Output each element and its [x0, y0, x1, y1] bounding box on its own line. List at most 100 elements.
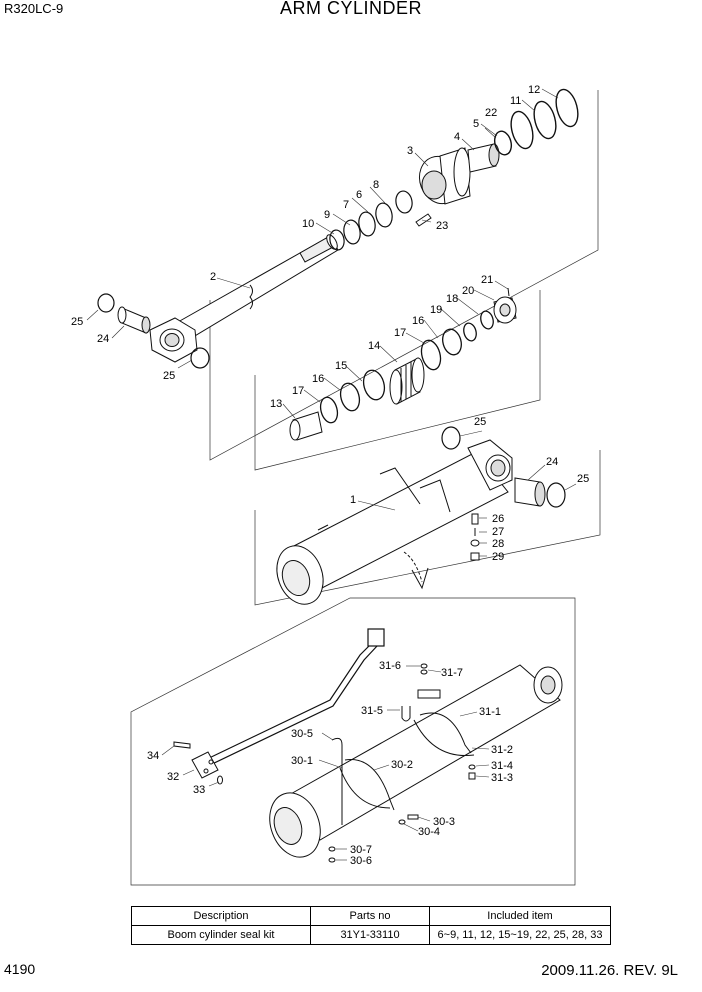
part-label-30-6: 30-6	[350, 855, 372, 867]
part-label-4: 4	[454, 131, 460, 143]
dust-seal-rings-tube	[441, 426, 566, 508]
part-label-17b: 17	[394, 327, 406, 339]
part-label-25a: 25	[71, 316, 83, 328]
tube-eye	[467, 439, 513, 491]
piston-seal-rings-left	[319, 369, 386, 424]
part-label-25b: 25	[163, 370, 175, 382]
part-label-24a: 24	[97, 333, 109, 345]
part-label-24b: 24	[546, 456, 558, 468]
part-label-16b: 16	[412, 315, 424, 327]
part-label-28: 28	[492, 538, 504, 550]
col-included-item: Included item	[429, 906, 611, 926]
leader-lines	[86, 88, 577, 861]
piston-rod	[177, 234, 339, 341]
head-bolt	[415, 213, 432, 227]
part-label-21: 21	[481, 274, 493, 286]
part-label-29: 29	[492, 551, 504, 563]
part-label-30-2: 30-2	[391, 759, 413, 771]
part-label-2: 2	[210, 271, 216, 283]
model-code: R320LC-9	[4, 1, 64, 16]
part-label-32: 32	[167, 771, 179, 783]
part-label-31-5: 31-5	[361, 705, 383, 717]
piston-assembly-panel	[254, 290, 541, 471]
head-seal-rings	[493, 88, 579, 156]
part-label-20: 20	[462, 285, 474, 297]
part-label-31-7: 31-7	[441, 667, 463, 679]
part-label-18: 18	[446, 293, 458, 305]
rod-seal-rings	[329, 190, 413, 251]
part-label-27: 27	[492, 526, 504, 538]
part-label-15: 15	[335, 360, 347, 372]
o-ring	[217, 775, 223, 785]
detail-arrow	[403, 551, 429, 590]
part-label-22: 22	[485, 107, 497, 119]
part-label-25d: 25	[577, 473, 589, 485]
part-label-30-4: 30-4	[418, 826, 440, 838]
cell-included-item: 6~9, 11, 12, 15~19, 22, 25, 28, 33	[429, 925, 611, 945]
part-label-30-7: 30-7	[350, 844, 372, 856]
clamp-band-lower	[331, 737, 395, 825]
cushion-ring	[289, 411, 323, 441]
part-label-19: 19	[430, 304, 442, 316]
cell-description: Boom cylinder seal kit	[131, 925, 311, 945]
part-label-34: 34	[147, 750, 159, 762]
small-hardware	[328, 663, 476, 863]
part-label-31-3: 31-3	[491, 772, 513, 784]
part-label-31-6: 31-6	[379, 660, 401, 672]
part-label-26: 26	[492, 513, 504, 525]
page-number: 4190	[4, 961, 36, 977]
clamp-band-upper	[413, 689, 475, 757]
col-parts-no: Parts no	[310, 906, 430, 926]
part-label-5: 5	[473, 118, 479, 130]
mounting-kit-panel	[130, 597, 576, 886]
part-label-14: 14	[368, 340, 380, 352]
head-bushing	[467, 143, 500, 173]
tube-bushing	[514, 477, 546, 507]
rod-assembly-panel	[209, 90, 599, 461]
part-label-3: 3	[407, 145, 413, 157]
part-label-9: 9	[324, 209, 330, 221]
cylinder-tube	[276, 451, 509, 605]
cylinder-head	[418, 147, 471, 205]
part-label-30-3: 30-3	[433, 816, 455, 828]
page-title: ARM CYLINDER	[279, 0, 423, 18]
dust-seal-rings-rod	[97, 293, 210, 369]
part-label-30-1: 30-1	[291, 755, 313, 767]
part-label-17a: 17	[292, 385, 304, 397]
piston	[389, 357, 425, 405]
part-label-23: 23	[436, 220, 448, 232]
piston-nut	[493, 287, 517, 324]
part-label-31-1: 31-1	[479, 706, 501, 718]
u-bolt	[401, 706, 411, 722]
pipe-flange	[191, 751, 219, 779]
revision-date: 2009.11.26. REV. 9L	[541, 962, 678, 979]
part-label-25c: 25	[474, 416, 486, 428]
part-label-13: 13	[270, 398, 282, 410]
part-label-33: 33	[193, 784, 205, 796]
part-number-labels: 1 2 3 4 5 6 7 8 9 10 11 12 13 14 15 16 1…	[71, 84, 589, 867]
col-description: Description	[131, 906, 311, 926]
part-label-31-2: 31-2	[491, 744, 513, 756]
table-row: Boom cylinder seal kit 31Y1-33110 6~9, 1…	[131, 925, 611, 945]
grease-fitting-set	[470, 513, 480, 561]
cell-parts-no: 31Y1-33110	[310, 925, 430, 945]
part-label-10: 10	[302, 218, 314, 230]
cylinder-body-detail	[269, 664, 563, 858]
part-label-8: 8	[373, 179, 379, 191]
piston-seal-rings-right	[420, 310, 494, 371]
part-label-7: 7	[343, 199, 349, 211]
part-label-16a: 16	[312, 373, 324, 385]
part-label-6: 6	[356, 189, 362, 201]
rod-eye	[149, 317, 198, 363]
part-label-1: 1	[350, 494, 356, 506]
part-label-11: 11	[510, 95, 521, 107]
rod-bushing	[117, 306, 151, 334]
table-header-row: Description Parts no Included item	[131, 906, 611, 926]
part-label-12: 12	[528, 84, 540, 96]
part-label-31-4: 31-4	[491, 760, 513, 772]
part-label-30-5: 30-5	[291, 728, 313, 740]
pipe	[204, 628, 385, 767]
seal-kit-table: Description Parts no Included item Boom …	[131, 906, 611, 945]
flange-bolt	[173, 741, 191, 749]
